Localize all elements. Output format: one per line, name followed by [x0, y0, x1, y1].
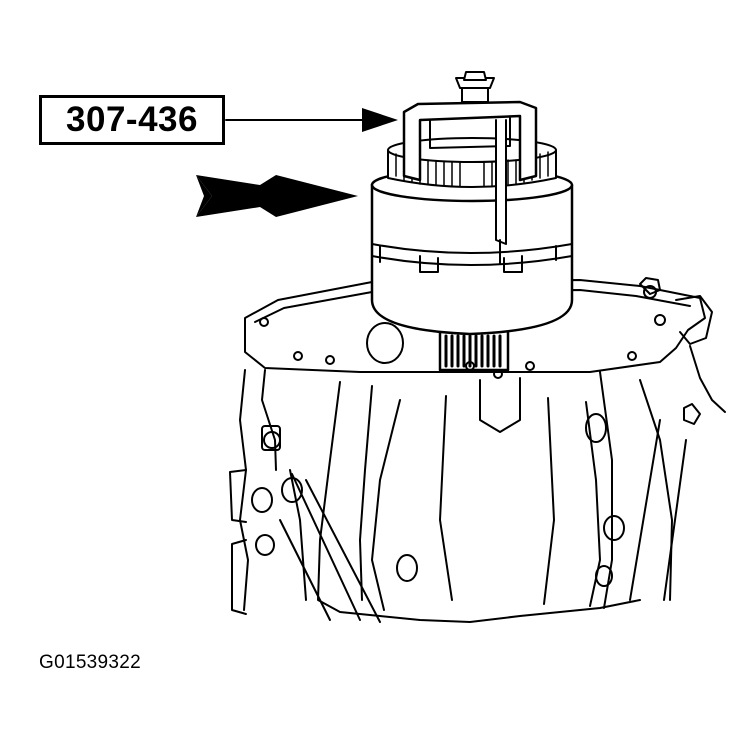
direction-arrows: [196, 175, 358, 217]
special-tool: [370, 71, 574, 336]
tool-callout-box: 307-436: [39, 95, 225, 145]
figure-id-label: G01539322: [39, 652, 142, 673]
leader-arrow: [225, 108, 398, 132]
tool-number-label: 307-436: [66, 100, 198, 139]
